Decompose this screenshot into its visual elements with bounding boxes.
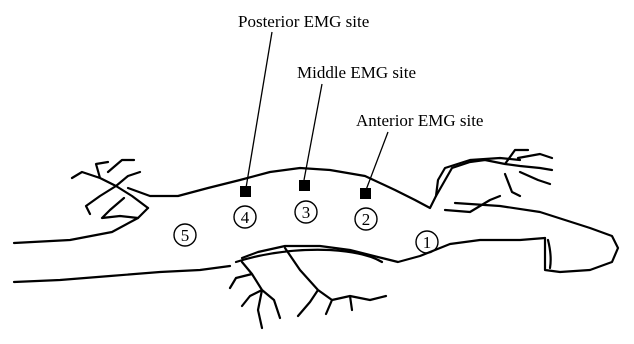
region-5-number: 5	[181, 226, 190, 245]
middle-emg-site-marker	[299, 180, 310, 191]
dorsal-contour	[14, 158, 520, 243]
region-marker-2: 2	[355, 208, 377, 230]
region-4-number: 4	[241, 208, 250, 227]
region-marker-5: 5	[174, 224, 196, 246]
middle-emg-site-label: Middle EMG site	[297, 63, 416, 82]
region-marker-4: 4	[234, 206, 256, 228]
region-2-number: 2	[362, 210, 371, 229]
middle-leader-line	[304, 84, 322, 180]
anterior-emg-site-label: Anterior EMG site	[356, 111, 483, 130]
snout-line	[548, 240, 551, 268]
posterior-emg-site-label: Posterior EMG site	[238, 12, 369, 31]
hindleg-upper	[72, 160, 148, 218]
region-marker-3: 3	[295, 201, 317, 223]
body-outline	[14, 150, 618, 328]
region-1-number: 1	[423, 233, 432, 252]
foreleg-upper	[436, 150, 552, 196]
region-3-number: 3	[302, 203, 311, 222]
ventral-contour	[14, 238, 545, 282]
anterior-emg-site-marker	[360, 188, 371, 199]
head	[455, 203, 618, 272]
hindleg-lower	[230, 248, 386, 328]
region-marker-1: 1	[416, 231, 438, 253]
posterior-leader-line	[246, 32, 272, 188]
posterior-emg-site-marker	[240, 186, 251, 197]
